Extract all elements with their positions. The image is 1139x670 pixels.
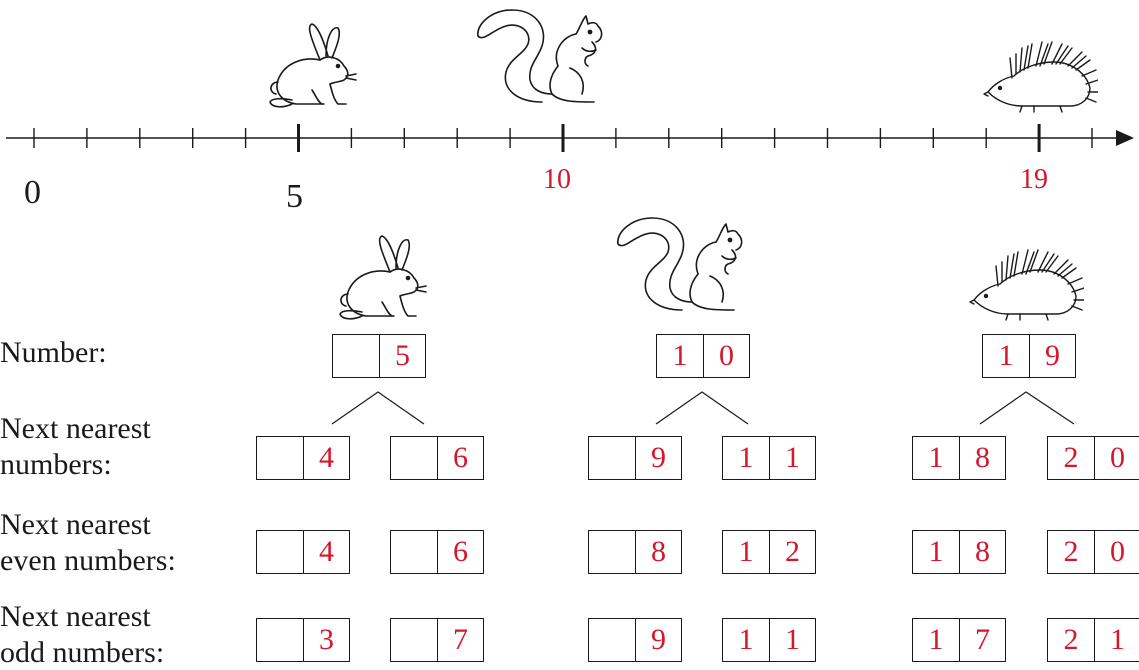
tens-digit — [391, 437, 437, 479]
branch-line — [332, 392, 424, 424]
tens-digit — [589, 619, 635, 661]
ones-digit: 8 — [959, 531, 1005, 573]
tens-digit — [333, 335, 379, 377]
even-upper-box: 6 — [390, 530, 484, 574]
ones-digit: 4 — [303, 531, 349, 573]
tens-digit: 1 — [723, 437, 769, 479]
number-box: 1 0 — [656, 334, 750, 378]
tens-digit: 1 — [913, 531, 959, 573]
number-box: 5 — [332, 334, 426, 378]
nearest-lower-box: 4 — [256, 436, 350, 480]
ones-digit: 1 — [769, 619, 815, 661]
tens-digit — [257, 619, 303, 661]
nearest-upper-box: 2 0 — [1047, 436, 1139, 480]
ones-digit: 9 — [635, 437, 681, 479]
odd-lower-box: 3 — [256, 618, 350, 662]
tens-digit: 2 — [1048, 619, 1094, 661]
tens-digit — [257, 531, 303, 573]
number-box: 1 9 — [982, 334, 1076, 378]
ones-digit: 0 — [703, 335, 749, 377]
odd-upper-box: 1 1 — [722, 618, 816, 662]
odd-lower-box: 9 — [588, 618, 682, 662]
even-lower-box: 4 — [256, 530, 350, 574]
ones-digit: 1 — [769, 437, 815, 479]
tens-digit: 1 — [983, 335, 1029, 377]
ones-digit: 0 — [1094, 437, 1139, 479]
ones-digit: 8 — [959, 437, 1005, 479]
ones-digit: 3 — [303, 619, 349, 661]
tens-digit: 1 — [657, 335, 703, 377]
ones-digit: 0 — [1094, 531, 1139, 573]
tens-digit: 1 — [913, 437, 959, 479]
even-upper-box: 1 2 — [722, 530, 816, 574]
ones-digit: 6 — [437, 531, 483, 573]
even-upper-box: 2 0 — [1047, 530, 1139, 574]
branch-line — [656, 392, 748, 424]
ones-digit: 6 — [437, 437, 483, 479]
tens-digit: 2 — [1048, 437, 1094, 479]
tens-digit — [391, 619, 437, 661]
ones-digit: 9 — [1029, 335, 1075, 377]
nearest-lower-box: 9 — [588, 436, 682, 480]
ones-digit: 7 — [959, 619, 1005, 661]
tens-digit: 1 — [723, 531, 769, 573]
ones-digit: 7 — [437, 619, 483, 661]
even-lower-box: 1 8 — [912, 530, 1006, 574]
nearest-upper-box: 6 — [390, 436, 484, 480]
odd-upper-box: 7 — [390, 618, 484, 662]
nearest-upper-box: 1 1 — [722, 436, 816, 480]
ones-digit: 2 — [769, 531, 815, 573]
tens-digit: 2 — [1048, 531, 1094, 573]
ones-digit: 8 — [635, 531, 681, 573]
odd-upper-box: 2 1 — [1047, 618, 1139, 662]
ones-digit: 1 — [1094, 619, 1139, 661]
ones-digit: 5 — [379, 335, 425, 377]
tens-digit — [257, 437, 303, 479]
even-lower-box: 8 — [588, 530, 682, 574]
tens-digit: 1 — [723, 619, 769, 661]
nearest-lower-box: 1 8 — [912, 436, 1006, 480]
ones-digit: 4 — [303, 437, 349, 479]
ones-digit: 9 — [635, 619, 681, 661]
odd-lower-box: 1 7 — [912, 618, 1006, 662]
tens-digit — [391, 531, 437, 573]
branch-line — [980, 392, 1074, 424]
tens-digit — [589, 437, 635, 479]
tens-digit: 1 — [913, 619, 959, 661]
tens-digit — [589, 531, 635, 573]
